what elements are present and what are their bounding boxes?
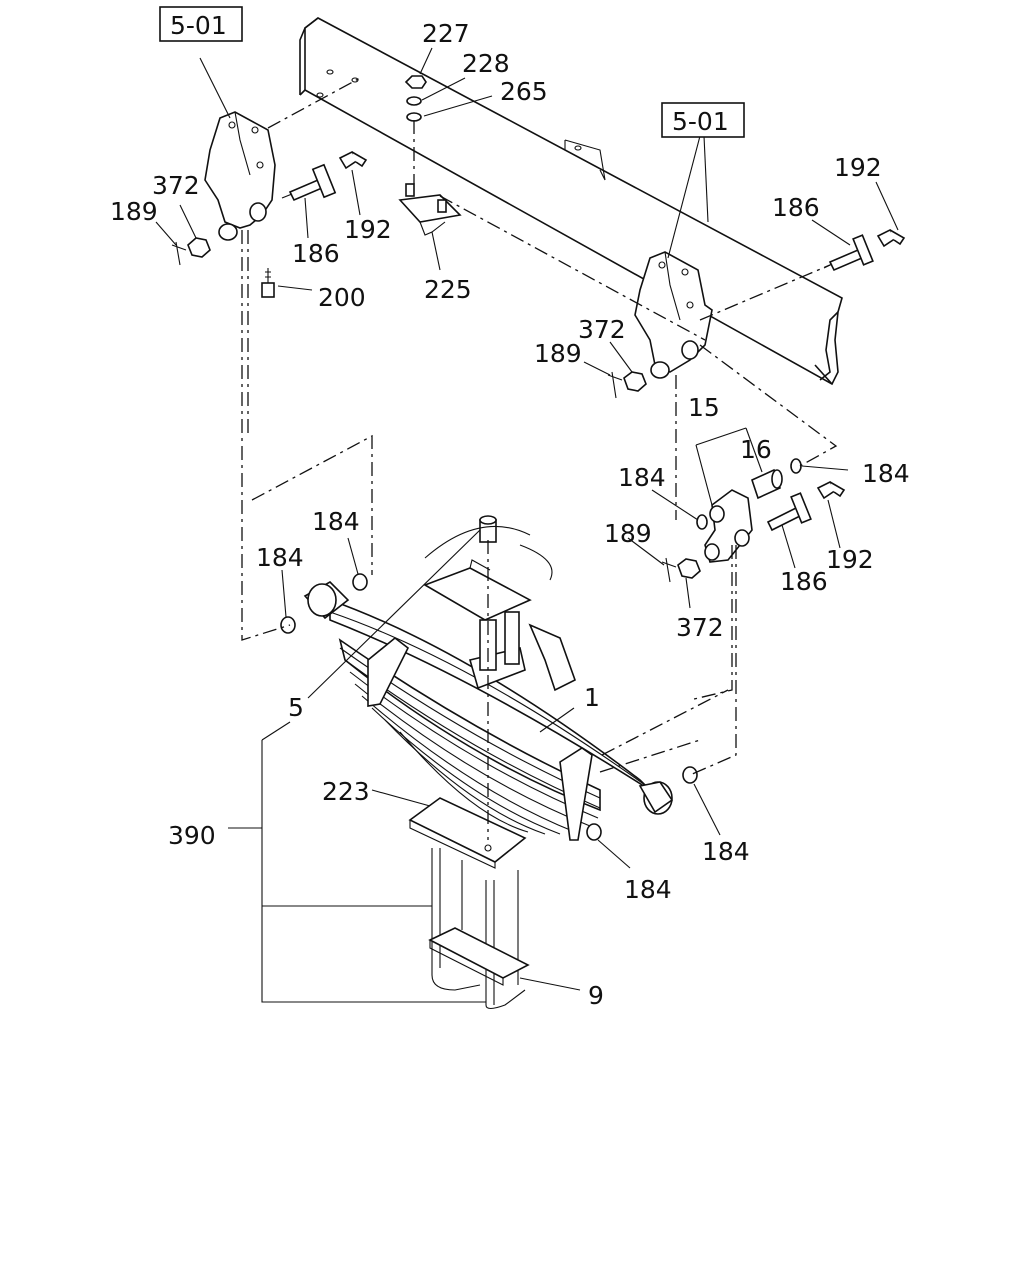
- part-label: 189: [604, 519, 652, 548]
- ref-label: 5-01: [170, 11, 227, 40]
- leader-lines: [155, 47, 899, 1003]
- part-label: 223: [322, 777, 370, 806]
- ref-label: 5-01: [672, 107, 729, 136]
- part-label: 192: [826, 545, 874, 574]
- part-label: 16: [740, 435, 772, 464]
- ref-box-rear: 5-01: [661, 102, 745, 138]
- part-label: 184: [862, 459, 910, 488]
- leaf-spring: [303, 515, 674, 841]
- part-label: 200: [318, 283, 366, 312]
- assembly-lines: [241, 77, 838, 840]
- part-labels: 227 228 265 192 186 372 189 186 192 200 …: [110, 19, 910, 1010]
- part-label: 186: [292, 239, 340, 268]
- hardware: [171, 75, 906, 841]
- u-bolt-assembly: [408, 797, 530, 1010]
- ref-box-front: 5-01: [159, 6, 243, 42]
- rear-hanger-bracket: [634, 251, 713, 379]
- part-label: 192: [344, 215, 392, 244]
- part-label: 225: [424, 275, 472, 304]
- part-label: 372: [676, 613, 724, 642]
- part-label: 15: [688, 393, 720, 422]
- part-label: 9: [588, 981, 604, 1010]
- part-label: 189: [110, 197, 158, 226]
- part-label: 227: [422, 19, 470, 48]
- part-label: 5: [288, 693, 304, 722]
- part-label: 184: [702, 837, 750, 866]
- part-label: 186: [780, 567, 828, 596]
- part-label: 184: [624, 875, 672, 904]
- frame-rail: [299, 17, 843, 386]
- part-label: 390: [168, 821, 216, 850]
- part-label: 228: [462, 49, 510, 78]
- part-label: 184: [256, 543, 304, 572]
- part-label: 372: [152, 171, 200, 200]
- part-label: 1: [584, 683, 600, 712]
- front-hanger-bracket: [204, 111, 276, 241]
- part-label: 265: [500, 77, 548, 106]
- part-label: 184: [312, 507, 360, 536]
- part-label: 189: [534, 339, 582, 368]
- part-label: 192: [834, 153, 882, 182]
- part-label: 186: [772, 193, 820, 222]
- part-label: 184: [618, 463, 666, 492]
- part-label: 372: [578, 315, 626, 344]
